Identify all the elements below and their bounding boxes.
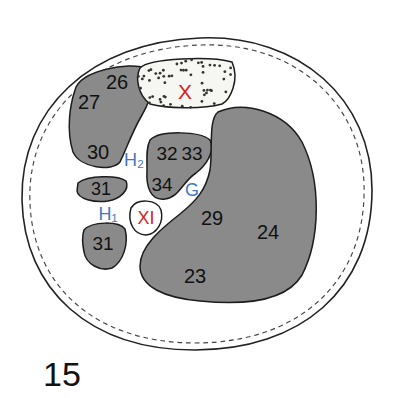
muscle-shape [138, 59, 235, 108]
fat-stipple [209, 64, 212, 67]
figure-number: 15 [43, 357, 81, 391]
fat-stipple [202, 71, 205, 74]
fat-stipple [206, 89, 209, 92]
callout-number: 26 [106, 72, 128, 92]
fat-stipple [148, 96, 151, 99]
fat-stipple [162, 75, 165, 78]
fat-stipple [189, 106, 192, 109]
fat-stipple [203, 93, 206, 96]
fat-stipple [181, 105, 184, 108]
fat-stipple [148, 101, 151, 104]
fat-stipple [139, 87, 142, 90]
muscle-shape [130, 201, 162, 235]
fat-stipple [223, 70, 226, 73]
fat-stipple [157, 77, 160, 80]
fat-stipple [151, 95, 154, 98]
muscle-shape [140, 107, 316, 302]
fat-stipple [159, 72, 162, 75]
fat-stipple [197, 61, 200, 64]
callout-number: 24 [257, 222, 279, 242]
fat-stipple [170, 74, 173, 77]
fascia-line [30, 45, 364, 343]
callout-number: 31 [91, 180, 111, 198]
fat-stipple [205, 92, 208, 95]
muscle-shape [83, 223, 127, 269]
fat-stipple [154, 72, 157, 75]
muscle-section: XI [127, 199, 163, 237]
callout-number: 33 [181, 144, 202, 163]
fat-stipple [176, 63, 179, 66]
fat-stipple [229, 67, 232, 70]
muscle-section: 31 [80, 221, 128, 271]
fat-stipple [169, 103, 172, 106]
fat-stipple [180, 69, 183, 72]
fat-stipple [218, 64, 221, 67]
fat-stipple [163, 95, 166, 98]
fat-stipple [202, 65, 205, 68]
fat-stipple [201, 82, 204, 85]
fat-stipple [190, 58, 193, 61]
fat-stipple [168, 75, 171, 78]
muscle-section: 29 24 23 [138, 105, 319, 305]
callout-number: X [178, 81, 192, 102]
fat-stipple [209, 89, 212, 92]
callout-number: 34 [151, 175, 172, 194]
fat-stipple [141, 77, 144, 80]
fat-stipple [213, 64, 216, 67]
muscle-outline [138, 105, 319, 305]
muscle-section: X [135, 56, 237, 110]
fat-stipple [185, 69, 188, 72]
fat-stipple [224, 91, 227, 94]
callout-number: 31 [92, 234, 113, 253]
fat-stipple [159, 98, 162, 101]
fat-stipple [137, 75, 140, 78]
fat-stipple [189, 73, 192, 76]
structure-label: H₁ [98, 205, 117, 223]
callout-number: 27 [78, 92, 100, 112]
skin-outline [22, 38, 372, 350]
fat-stipple [222, 78, 225, 81]
fat-stipple [180, 62, 183, 65]
callout-number: 32 [156, 144, 177, 163]
fat-stipple [143, 75, 146, 78]
callout-number: 29 [201, 208, 223, 228]
fat-stipple [229, 73, 232, 76]
fat-stipple [182, 69, 185, 72]
fat-stipple [184, 60, 187, 63]
callout-number: XI [137, 209, 154, 227]
fat-stipple [213, 102, 216, 105]
fat-stipple [163, 81, 166, 84]
fat-stipple [200, 61, 203, 64]
fat-stipple [148, 79, 151, 82]
callout-number: 23 [184, 266, 206, 286]
structure-label: H₂ [124, 151, 144, 169]
muscle-shape [147, 133, 212, 199]
fat-stipple [159, 101, 162, 104]
fat-stipple [162, 69, 165, 72]
callout-number: 30 [87, 142, 109, 162]
muscle-section: 31 [75, 174, 129, 203]
fat-stipple [162, 104, 165, 107]
muscle-shape [77, 177, 127, 202]
fat-stipple [201, 100, 204, 103]
structure-label: G [185, 181, 199, 199]
fat-stipple [203, 89, 206, 92]
fat-stipple [150, 68, 153, 71]
